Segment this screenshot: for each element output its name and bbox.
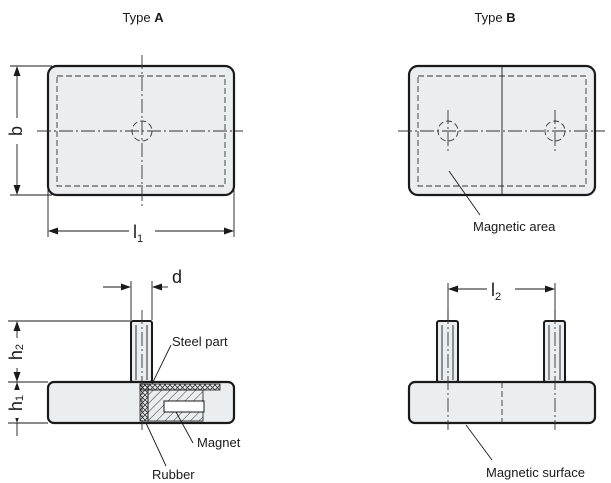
- type-b-stud-left: [436, 320, 459, 383]
- type-a-magnetic-area-outline: [56, 75, 226, 187]
- type-b-side-view: Magnetic surface: [407, 310, 597, 480]
- type-a-title: Type A: [122, 10, 164, 25]
- steel-part-leader: [151, 344, 172, 385]
- type-a-stud: [130, 320, 153, 383]
- dimension-b-label: b: [6, 126, 26, 136]
- magnetic-area-leader: [448, 170, 481, 216]
- type-b-hole-right: [544, 120, 566, 142]
- type-b-title: Type B: [474, 10, 515, 25]
- type-b-hole-left: [437, 120, 459, 142]
- dimension-h1-label: h1: [6, 395, 26, 411]
- dimension-d: d: [103, 267, 182, 320]
- dimension-h2: h2: [5, 320, 131, 383]
- type-a-rubber-top: [139, 383, 221, 391]
- dimension-d-label: d: [172, 267, 182, 287]
- magnet-label: Magnet: [197, 435, 241, 450]
- magnetic-area-label: Magnetic area: [473, 219, 556, 234]
- dimension-h1: h1: [5, 382, 48, 436]
- rubber-leader: [145, 422, 167, 467]
- dimension-l1: l1: [47, 190, 235, 245]
- type-a-side-view: [46, 310, 236, 430]
- type-a-body-top: [46, 64, 236, 197]
- rubber-label: Rubber: [152, 467, 195, 482]
- dimension-h2-label: h2: [6, 344, 26, 360]
- type-b-top-view: Magnetic area: [398, 64, 605, 234]
- dimension-l2-label: l2: [491, 280, 501, 303]
- type-a-hole: [131, 120, 153, 142]
- type-a-rubber-side: [139, 383, 149, 422]
- dimension-l1-label: l1: [133, 222, 143, 245]
- magnetic-surface-label: Magnetic surface: [486, 465, 585, 480]
- dimension-l2: l2: [447, 278, 556, 320]
- type-a-callouts: Steel part Magnet Rubber: [145, 334, 241, 482]
- type-a-top-view: [37, 55, 243, 206]
- steel-part-label: Steel part: [172, 334, 228, 349]
- type-a-magnet: [163, 400, 205, 413]
- magnet-leader: [175, 411, 194, 444]
- type-b-stud-right: [543, 320, 566, 383]
- magnetic-surface-leader: [465, 424, 493, 461]
- dimension-b: b: [5, 65, 52, 196]
